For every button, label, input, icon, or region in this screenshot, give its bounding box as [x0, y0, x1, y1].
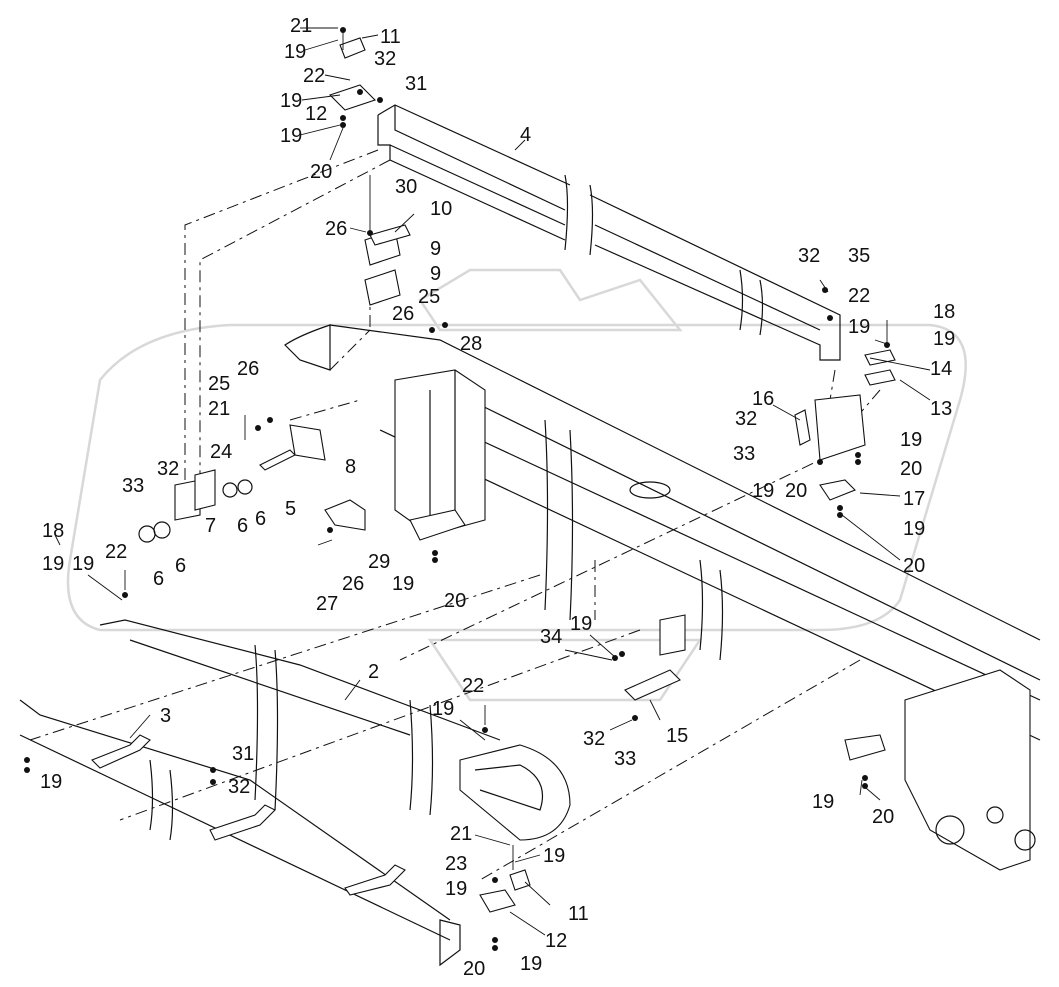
leader-lines [54, 27, 931, 936]
callout: 16 [752, 388, 774, 410]
callout: 19 [280, 90, 302, 112]
fasteners [24, 27, 890, 951]
callout: 20 [872, 806, 894, 828]
callout: 22 [105, 541, 127, 563]
callout: 31 [232, 743, 254, 765]
callout: 25 [208, 373, 230, 395]
callout: 10 [430, 198, 452, 220]
callout: 12 [305, 103, 327, 125]
callout: 32 [735, 408, 757, 430]
callout: 33 [733, 443, 755, 465]
callout: 20 [310, 161, 332, 183]
callout: 20 [785, 480, 807, 502]
callout: 32 [228, 776, 250, 798]
callout: 32 [157, 458, 179, 480]
callout: 3 [160, 705, 171, 727]
callout: 19 [570, 613, 592, 635]
callout: 6 [237, 515, 248, 537]
callout: 14 [930, 358, 952, 380]
callout: 9 [430, 263, 441, 285]
callout: 19 [445, 878, 467, 900]
callout: 19 [812, 791, 834, 813]
callout: 29 [368, 551, 390, 573]
callout: 22 [303, 65, 325, 87]
callout: 20 [900, 458, 922, 480]
callout: 19 [520, 953, 542, 975]
callout: 9 [430, 238, 441, 260]
callout: 18 [933, 301, 955, 323]
callout: 21 [290, 15, 312, 37]
channel-part-2 [19, 619, 501, 967]
callout: 15 [666, 725, 688, 747]
callout: 23 [445, 853, 467, 875]
callout: 26 [392, 303, 414, 325]
callout: 28 [460, 333, 482, 355]
callout: 21 [450, 823, 472, 845]
callout: 12 [545, 930, 567, 952]
callout: 13 [930, 398, 952, 420]
callout: 19 [280, 125, 302, 147]
callout: 25 [418, 286, 440, 308]
callout: 26 [342, 573, 364, 595]
callout: 5 [285, 498, 296, 520]
beam-part-4 [377, 104, 841, 361]
callout: 19 [900, 429, 922, 451]
callout: 19 [543, 845, 565, 867]
callout: 19 [848, 316, 870, 338]
callout: 33 [614, 748, 636, 770]
hardware-parts [138, 37, 896, 913]
callout: 20 [444, 590, 466, 612]
callout: 19 [40, 771, 62, 793]
callout: 18 [42, 520, 64, 542]
callout: 26 [325, 218, 347, 240]
callout: 19 [42, 553, 64, 575]
callout: 8 [345, 456, 356, 478]
callout: 22 [462, 675, 484, 697]
callout: 22 [848, 285, 870, 307]
callout: 6 [175, 555, 186, 577]
callout: 35 [848, 245, 870, 267]
callout: 19 [284, 41, 306, 63]
rear-frame-part [904, 669, 1036, 871]
callout: 4 [520, 124, 531, 146]
callout-labels: 21 19 11 22 32 31 19 12 19 20 4 30 26 10… [40, 15, 955, 980]
callout: 30 [395, 176, 417, 198]
callout: 34 [540, 626, 562, 648]
boom-main-body [284, 324, 1041, 741]
callout: 32 [798, 245, 820, 267]
callout: 32 [374, 48, 396, 70]
watermark-logo [66, 268, 967, 702]
callout: 19 [392, 573, 414, 595]
callout: 32 [583, 728, 605, 750]
callout: 19 [933, 328, 955, 350]
callout: 7 [205, 515, 216, 537]
cable-guide-loop [459, 744, 571, 841]
callout: 11 [380, 26, 401, 48]
callout: 11 [568, 903, 589, 925]
callout: 19 [752, 480, 774, 502]
callout: 19 [432, 698, 454, 720]
callout: 24 [210, 441, 232, 463]
callout: 27 [316, 593, 338, 615]
callout: 20 [463, 958, 485, 980]
callout: 6 [153, 568, 164, 590]
callout: 2 [368, 661, 379, 683]
callout: 17 [903, 488, 925, 510]
callout: 26 [237, 358, 259, 380]
callout: 19 [72, 553, 94, 575]
callout: 6 [255, 508, 266, 530]
callout: 20 [903, 555, 925, 577]
callout: 19 [903, 518, 925, 540]
callout: 33 [122, 475, 144, 497]
callout: 31 [405, 73, 427, 95]
callout: 21 [208, 398, 230, 420]
